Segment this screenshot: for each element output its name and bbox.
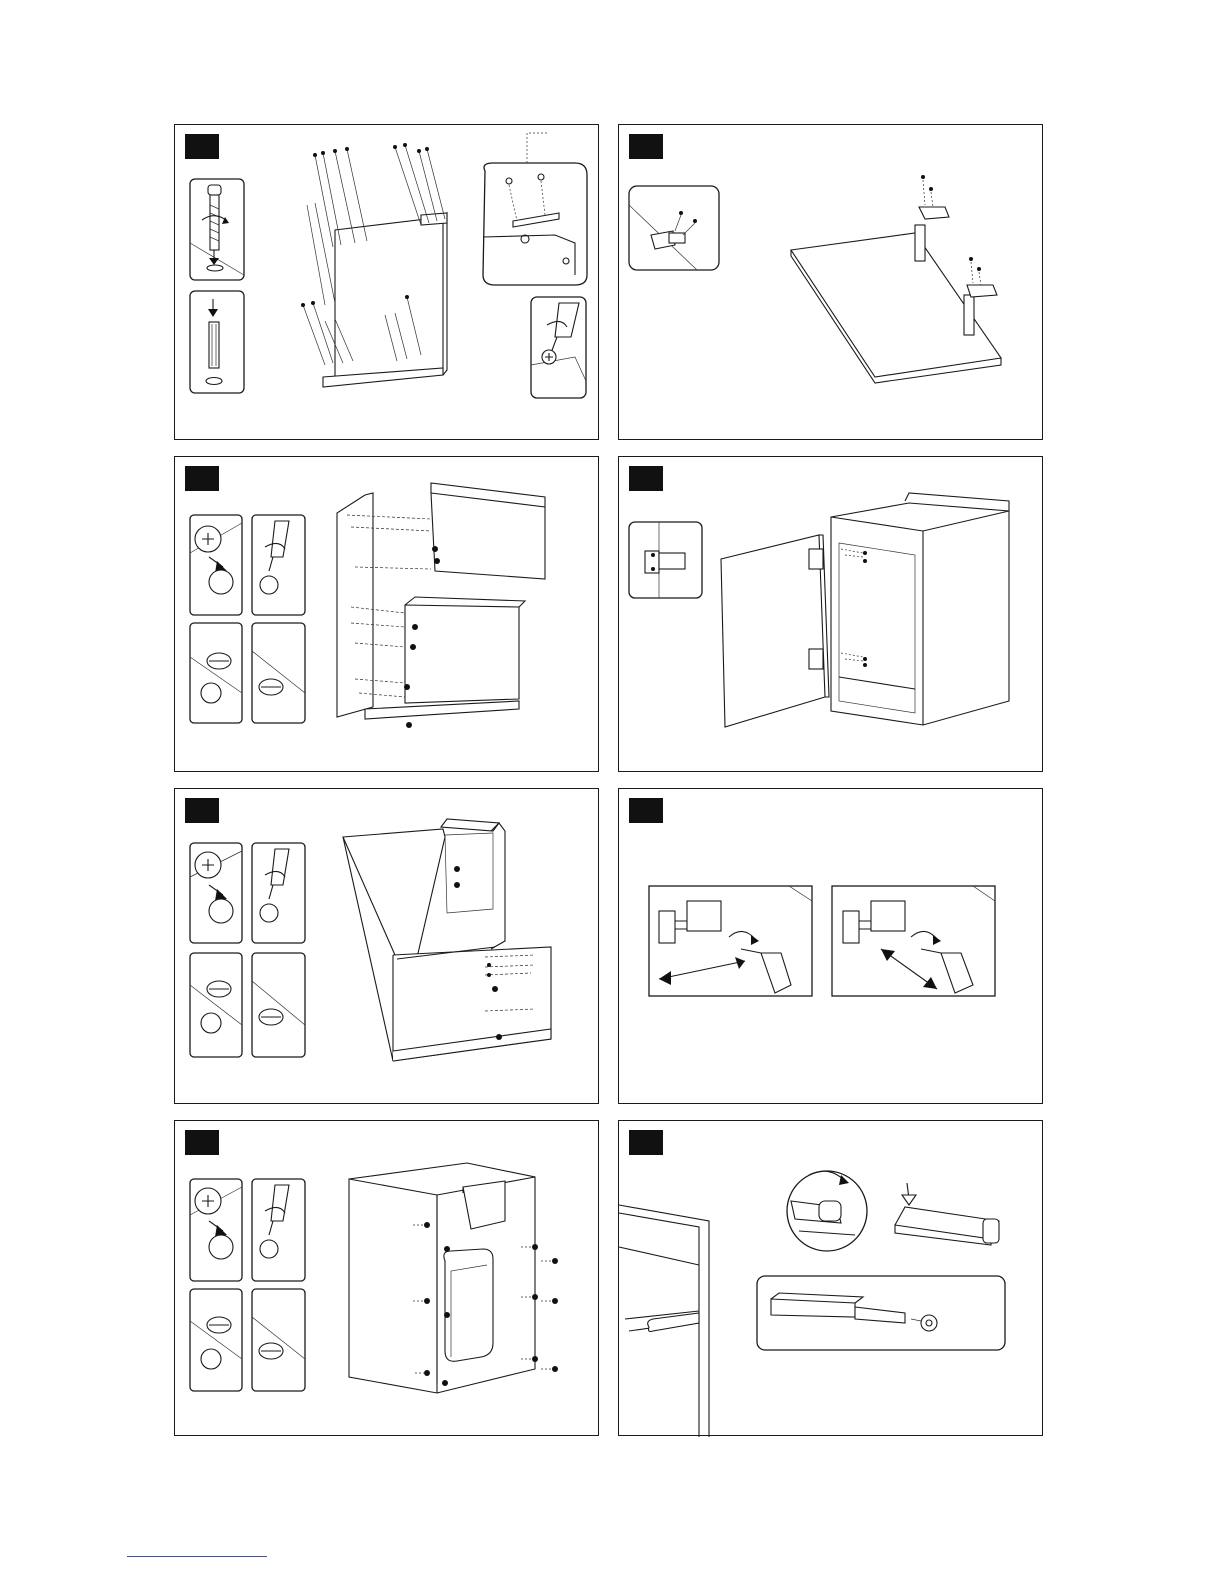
step-3-illustration: [175, 457, 600, 773]
screwdriver-icon: [252, 1179, 305, 1281]
cam-bolt-icon: [190, 179, 244, 280]
step-4-illustration: [619, 457, 1044, 773]
screwdriver-icon: [252, 515, 305, 615]
cam-lock-icon: [252, 623, 305, 723]
cabinet-interior-corner: [619, 1205, 709, 1437]
cabinet-back-drawing: [349, 1163, 558, 1393]
push-latch-detail-inset: [757, 1276, 1005, 1350]
push-latch-icon: [895, 1183, 999, 1245]
cam-lock-icon: [252, 953, 305, 1057]
cam-lock-icon: [252, 1289, 305, 1391]
step-2-panel: [618, 124, 1043, 440]
step-2-illustration: [619, 125, 1044, 441]
screwdriver-icon: [252, 843, 305, 943]
push-latch-icon: [787, 1171, 867, 1251]
cam-lock-icon: [190, 953, 242, 1057]
step-3-panel: [174, 456, 599, 772]
cam-bolt-icon: [190, 1179, 242, 1281]
exploded-carcass-drawing: [337, 483, 545, 728]
step-7-illustration: [175, 1121, 600, 1437]
footer-divider-line: [127, 1556, 267, 1557]
hinge-icon: [629, 522, 702, 598]
step-1-illustration: [175, 125, 600, 441]
step-6-panel: [618, 788, 1043, 1104]
cam-lock-icon: [190, 623, 242, 723]
step-8-illustration: [619, 1121, 1044, 1437]
bracket-detail-inset: [483, 133, 587, 285]
step-5-illustration: [175, 789, 600, 1105]
cabinet-with-door: [721, 493, 1009, 727]
door-panel-with-hinges: [791, 175, 1001, 383]
step-8-panel: [618, 1120, 1043, 1436]
wooden-dowel-icon: [190, 291, 244, 393]
hinge-icon: [629, 186, 719, 270]
hinge-adjust-depth-inset: [832, 886, 995, 996]
screwdriver-icon: [531, 297, 586, 398]
exploded-cabinet-drawing: [301, 143, 447, 387]
cam-bolt-icon: [190, 843, 242, 943]
step-1-panel: [174, 124, 599, 440]
cam-bolt-icon: [190, 515, 242, 615]
cam-lock-icon: [190, 1289, 242, 1391]
hinge-adjust-side-inset: [649, 886, 812, 996]
step-5-panel: [174, 788, 599, 1104]
step-7-panel: [174, 1120, 599, 1436]
step-4-panel: [618, 456, 1043, 772]
carcass-back-panel-drawing: [343, 819, 551, 1061]
step-6-illustration: [619, 789, 1044, 1105]
